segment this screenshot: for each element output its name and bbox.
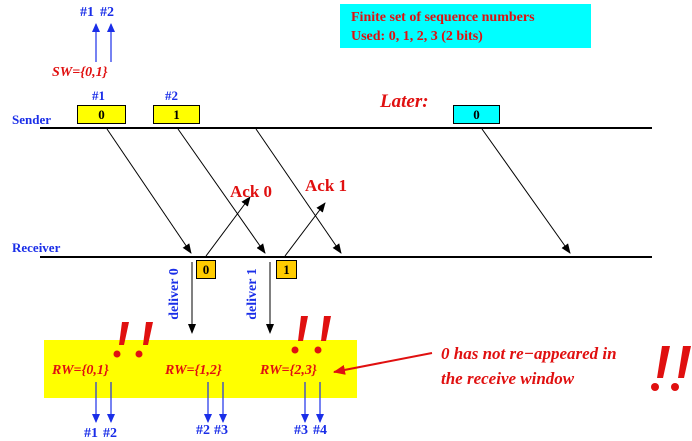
- deliver-1-label: deliver 1: [245, 268, 260, 320]
- deliver-0-label: deliver 0: [167, 268, 182, 320]
- exclaim-group-1: [113, 322, 153, 358]
- annotation-arrow: [333, 352, 433, 375]
- exclaim-group-3: [651, 346, 691, 391]
- packet-1-above-label: #1: [92, 88, 105, 103]
- later-packet-arrow: [481, 128, 571, 254]
- bottom-label-4: #3: [214, 423, 228, 438]
- top-label-1: #1: [80, 5, 94, 20]
- ack-0-arrow: [205, 196, 251, 257]
- annotation-line-1: 0 has not re−appeared in: [441, 344, 617, 363]
- bottom-label-3: #2: [196, 423, 210, 438]
- sender-packet-1: 1: [153, 105, 200, 124]
- bottom-label-2: #2: [103, 426, 117, 441]
- packet-2-above-label: #2: [165, 88, 178, 103]
- sender-packet-0: 0: [77, 105, 126, 124]
- packet-1-arrow: [177, 128, 266, 254]
- received-packet-0: 0: [196, 260, 216, 279]
- info-line-2: Used: 0, 1, 2, 3 (2 bits): [351, 29, 483, 44]
- receive-window-1: RW={0,1}: [52, 363, 109, 378]
- info-box: Finite set of sequence numbers Used: 0, …: [340, 4, 591, 48]
- info-line-1: Finite set of sequence numbers: [351, 10, 535, 25]
- received-packet-1: 1: [276, 260, 297, 279]
- later-label: Later:: [380, 91, 429, 112]
- packet-0-arrow: [106, 128, 192, 254]
- receive-window-2: RW={1,2}: [165, 363, 222, 378]
- bottom-label-6: #4: [313, 423, 327, 438]
- top-label-2: #2: [100, 5, 114, 20]
- packet-third-arrow: [255, 128, 342, 254]
- sender-label: Sender: [12, 112, 51, 127]
- receive-window-3: RW={2,3}: [260, 363, 317, 378]
- bottom-label-1: #1: [84, 426, 98, 441]
- bottom-label-5: #3: [294, 423, 308, 438]
- ack-0-label: Ack 0: [230, 182, 273, 201]
- exclaim-group-2: [291, 316, 331, 354]
- ack-1-label: Ack 1: [305, 176, 348, 195]
- sender-window-label: SW={0,1}: [52, 65, 108, 80]
- annotation-line-2: the receive window: [441, 369, 575, 388]
- later-packet: 0: [453, 105, 500, 124]
- receiver-label: Receiver: [12, 240, 61, 255]
- ack-1-arrow: [284, 202, 326, 257]
